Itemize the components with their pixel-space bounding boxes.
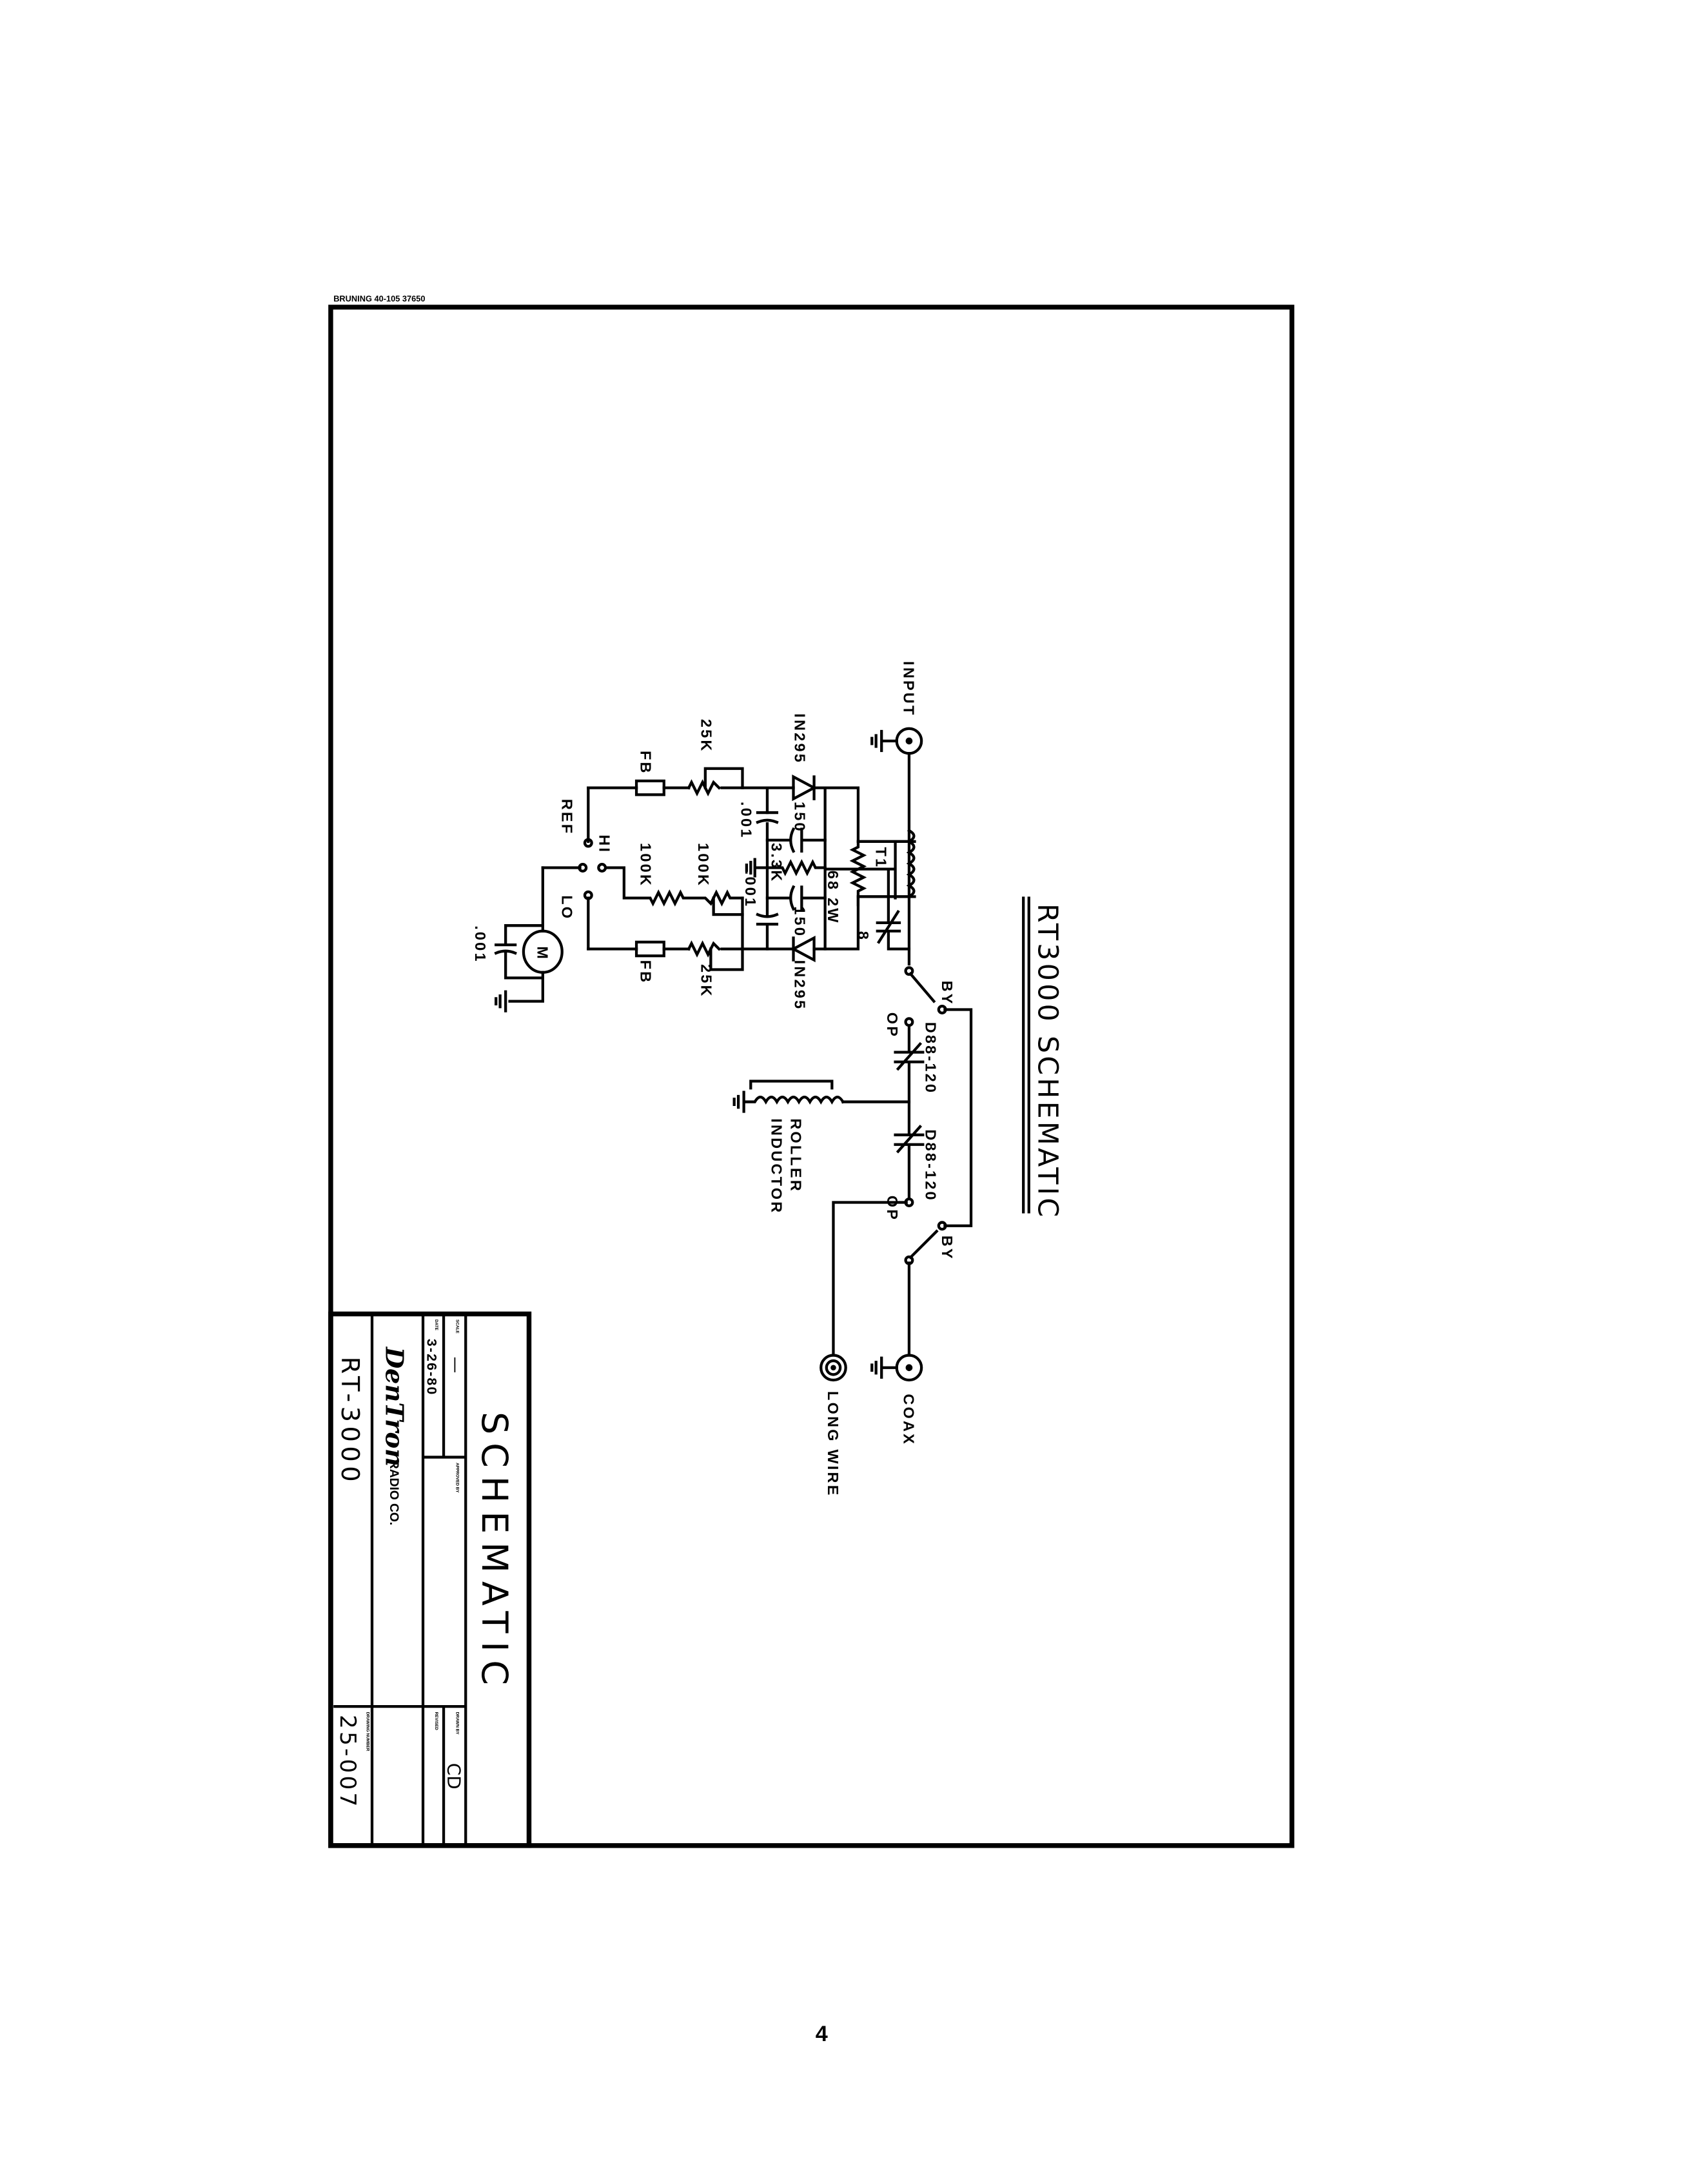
d88-label-1: D88-120 <box>923 1022 939 1095</box>
op-label-1: OP <box>884 1012 901 1038</box>
pot-25k-bottom-label: 25K <box>698 964 714 998</box>
res-100k-a-label: 100K <box>695 843 712 887</box>
d88-label-2: D88-120 <box>923 1129 939 1202</box>
capacitor-001-a <box>756 811 779 824</box>
revised-label: REVISED <box>434 1712 438 1730</box>
tuning-capacitor-2 <box>894 1124 925 1200</box>
scale-value: — <box>446 1357 466 1374</box>
capacitor-150-top <box>765 827 827 853</box>
res-100k-b-label: 100K <box>637 843 654 887</box>
fb-top-label: FB <box>637 751 654 775</box>
diode-bottom <box>790 935 816 963</box>
drawing-title: RT3000 SCHEMATIC <box>1022 896 1064 1220</box>
drawing-number-label: DRAWING NUMBER <box>365 1712 369 1752</box>
approved-label: APPROVED BY <box>455 1463 459 1493</box>
t1-label: T1 <box>873 847 890 869</box>
roller-inductor <box>732 1080 911 1113</box>
cap-150-bottom-label: 150 <box>792 906 809 938</box>
capacitor-150-bottom <box>765 885 827 911</box>
trimmer-capacitor <box>876 867 911 951</box>
lo-label: LO <box>559 895 576 920</box>
op-label-2: OP <box>884 1196 901 1221</box>
cap-001-b-label: .001 <box>742 871 759 909</box>
diode-top-label: IN295 <box>792 713 809 764</box>
fb-bottom-label: FB <box>637 960 654 985</box>
scale-label: SCALE <box>455 1319 459 1334</box>
resistor-3-3k <box>745 858 827 878</box>
ref-label: REF <box>559 799 576 836</box>
title-block-title: SCHEMATIC <box>473 1412 515 1693</box>
model-number: RT-3000 <box>335 1357 364 1486</box>
title-block <box>328 1311 532 1848</box>
cap-001-motor-label: .001 <box>472 925 489 963</box>
res-33k-label: 3.3K <box>768 843 785 883</box>
drawing-number: 25-007 <box>335 1715 360 1810</box>
meter <box>494 866 564 1012</box>
company-suffix: RADIO CO. <box>387 1460 400 1525</box>
drawn-value: CD <box>443 1763 464 1790</box>
drawing-title-text: RT3000 SCHEMATIC <box>1032 903 1064 1220</box>
by-label-1: BY <box>939 981 956 1006</box>
hi-lo-switch[interactable] <box>541 838 607 900</box>
resistors-100k <box>604 866 744 916</box>
bypass-switch-1[interactable] <box>904 966 973 1227</box>
pot-25k-top-label: 25K <box>698 719 714 753</box>
bruning-stamp: BRUNING 40-105 37650 <box>333 294 425 304</box>
input-jack <box>870 727 923 755</box>
coax-label: COAX <box>900 1394 917 1446</box>
meter-label: M <box>534 946 551 961</box>
bypass-switch-2[interactable] <box>832 1197 947 1357</box>
ferrite-bead-bottom <box>634 940 665 958</box>
hi-label: HI <box>596 834 613 854</box>
tuning-capacitor-1 <box>894 1024 925 1136</box>
coax-jack <box>870 1354 923 1382</box>
diode-top <box>792 774 818 802</box>
input-label: INPUT <box>900 661 917 716</box>
pot-25k-bottom <box>687 896 744 971</box>
by-label-2: BY <box>939 1236 956 1261</box>
resistor-68 <box>849 840 867 907</box>
cap-001-a-label: .001 <box>738 802 754 840</box>
inductor-label: INDUCTOR <box>768 1118 785 1214</box>
page-number: 4 <box>816 2022 828 2046</box>
dentron-logo: DenTron <box>379 1347 408 1466</box>
capacitor-001-b <box>756 913 779 926</box>
ferrite-bead-top <box>634 779 665 796</box>
long-wire-jack <box>820 1354 847 1382</box>
res-68-label: 68 2W <box>825 871 841 925</box>
date-value: 3-26-80 <box>424 1339 439 1396</box>
long-wire-label: LONG WIRE <box>825 1391 841 1497</box>
roller-label: ROLLER <box>787 1118 804 1193</box>
date-label: DATE <box>434 1319 438 1331</box>
cap-150-top-label: 150 <box>792 802 809 833</box>
drawn-label: DRAWN BY <box>455 1712 459 1735</box>
drawing-border <box>328 304 1295 1848</box>
diode-bottom-label: IN295 <box>792 960 809 1011</box>
pot-25k-top <box>687 767 744 796</box>
